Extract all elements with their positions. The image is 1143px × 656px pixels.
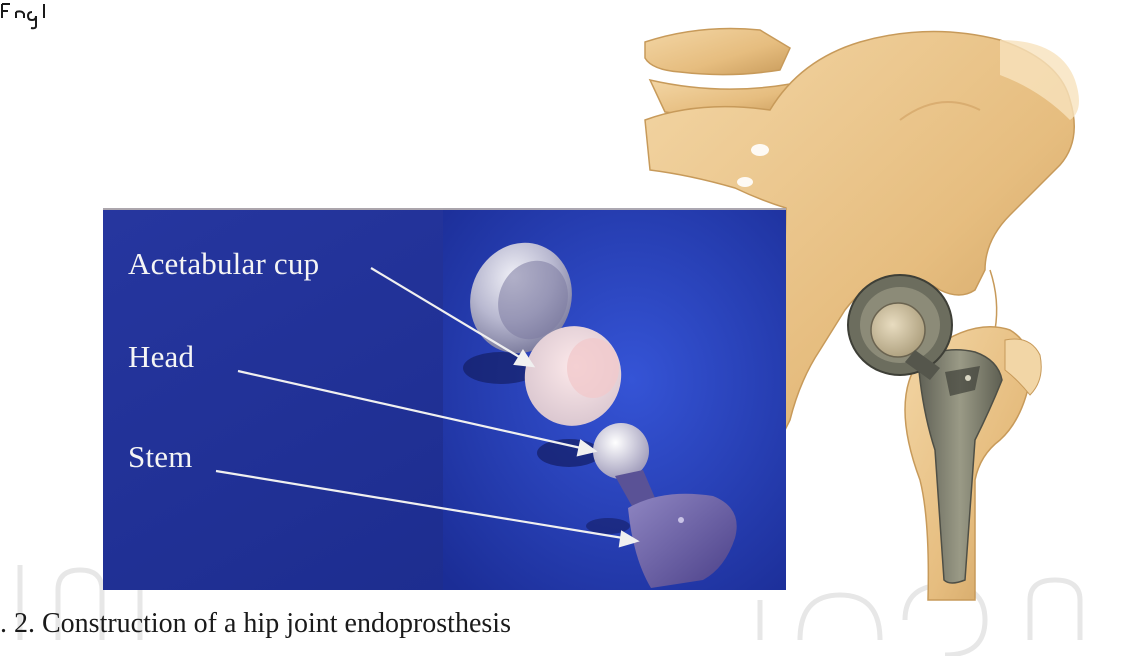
figure-caption: . 2. Construction of a hip joint endopro… [0,608,511,644]
callout-acetabular-cup: Acetabular cup [128,248,319,279]
callout-stem: Stem [128,441,193,472]
callout-head: Head [128,341,194,372]
prosthesis-components-photo: Acetabular cup Head Stem [103,208,786,590]
